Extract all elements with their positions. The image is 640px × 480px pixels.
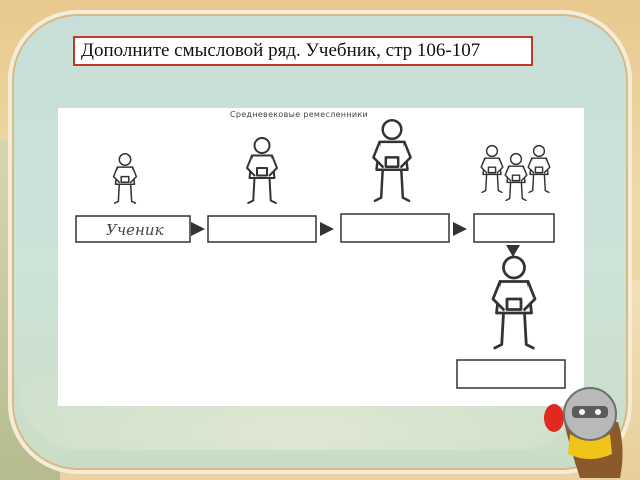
guild-figure-3 (527, 144, 551, 194)
craftsmen-figure: Средневековые ремесленники Ученик (58, 108, 584, 406)
arrow-right-icon (191, 222, 205, 236)
stage-box-5[interactable] (456, 359, 566, 389)
stage-box-2[interactable] (207, 215, 317, 243)
master-figure (372, 118, 412, 203)
final-stage-figure (491, 255, 537, 350)
arrow-right-icon (453, 222, 467, 236)
knight-mascot-icon (544, 387, 623, 478)
stage-box-3[interactable] (340, 213, 450, 243)
stage-box-apprentice-label: Ученик (106, 221, 164, 239)
craftsmen-diagram: Ученик (75, 118, 566, 389)
figure-title: Средневековые ремесленники (229, 110, 368, 119)
journeyman-figure (246, 137, 278, 204)
apprentice-figure (112, 153, 138, 204)
stage-box-apprentice (75, 215, 191, 243)
task-caption: Дополните смысловой ряд. Учебник, стр 10… (73, 36, 533, 66)
arrow-down-icon (506, 245, 520, 257)
arrow-right-icon (320, 222, 334, 236)
stage-box-4[interactable] (473, 213, 555, 243)
guild-figure-2 (504, 152, 528, 202)
guild-figure-1 (480, 144, 504, 194)
